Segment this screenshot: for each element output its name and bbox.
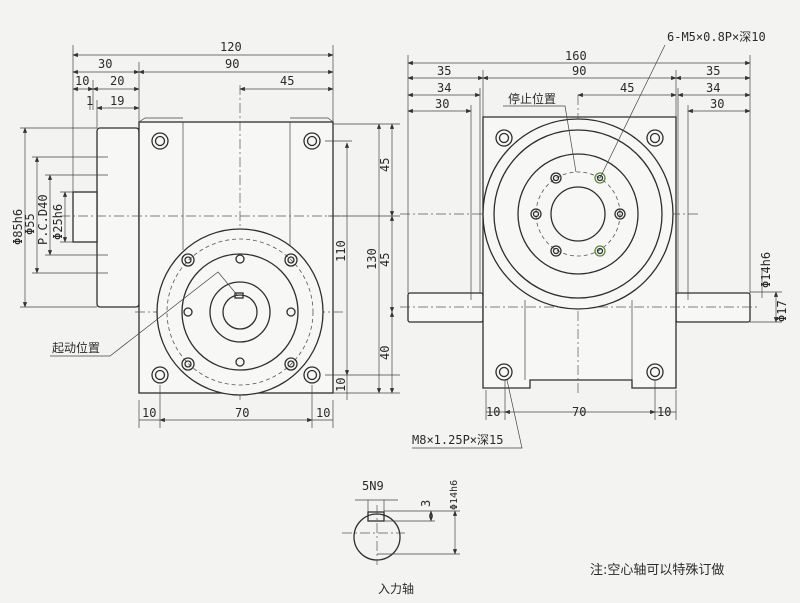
dim-key-depth: 3 xyxy=(419,500,433,507)
dim-10-right: 10 xyxy=(334,378,348,392)
label-mount-thread: M8×1.25P×深15 xyxy=(412,433,503,447)
dim-bottom-c: 10 xyxy=(316,406,330,420)
dim-center: 45 xyxy=(280,74,294,88)
mount-holes xyxy=(495,129,664,381)
mount-holes xyxy=(151,132,321,384)
dim-40: 40 xyxy=(378,346,392,360)
dim-right-35: 35 xyxy=(706,64,720,78)
label-stop-position: 停止位置 xyxy=(508,91,556,106)
dim-left-34: 34 xyxy=(437,81,451,95)
input-shaft xyxy=(72,191,98,243)
dim-left-30: 30 xyxy=(435,97,449,111)
dim-bottom-a: 10 xyxy=(142,406,156,420)
dim-a: 10 xyxy=(75,74,89,88)
dim-d: 19 xyxy=(110,94,124,108)
dim-d55: Φ55 xyxy=(23,213,37,235)
dim-b: 20 xyxy=(110,74,124,88)
output-table xyxy=(482,118,674,310)
dim-body-width: 90 xyxy=(225,57,239,71)
dim-d25: Φ25h6 xyxy=(51,204,65,240)
dim-bottom-c: 10 xyxy=(657,405,671,419)
label-tapped-holes: 6-M5×0.8P×深10 xyxy=(667,30,766,44)
dim-d85: Φ85h6 xyxy=(11,209,25,245)
input-shaft-title: 入力轴 xyxy=(378,581,414,596)
dim-shaft-dia: Φ14h6 xyxy=(449,480,460,510)
dim-right-34: 34 xyxy=(706,81,720,95)
dim-130: 130 xyxy=(365,248,379,270)
dim-pcd: P.C.D40 xyxy=(36,194,50,245)
dim-bottom-b: 70 xyxy=(235,406,249,420)
dim-right-30: 30 xyxy=(710,97,724,111)
dim-d14: Φ14h6 xyxy=(759,252,773,288)
output-flange xyxy=(156,228,324,396)
dim-110: 110 xyxy=(334,240,348,262)
dim-bottom-b: 70 xyxy=(572,405,586,419)
dim-center-45: 45 xyxy=(620,81,634,95)
dim-45b: 45 xyxy=(378,253,392,267)
dim-mid-90: 90 xyxy=(572,64,586,78)
key-detail: 5N9 3 Φ14h6 入力轴 xyxy=(342,479,460,596)
dim-c: 1 xyxy=(86,94,93,108)
dim-hub-width: 30 xyxy=(98,57,112,71)
dim-left-35: 35 xyxy=(437,64,451,78)
left-view: 120 30 90 10 20 1 19 45 Φ85h6 Φ55 P.C.D4… xyxy=(11,40,400,428)
dim-bottom-a: 10 xyxy=(486,405,500,419)
input-hub xyxy=(96,127,140,308)
right-view: 160 35 90 35 34 34 45 30 30 6-M5×0.8P×深1… xyxy=(400,30,789,449)
dim-overall-width: 120 xyxy=(220,40,242,54)
dim-d17: Φ17 xyxy=(775,300,789,322)
dim-overall-width: 160 xyxy=(565,49,587,63)
label-start-position: 起动位置 xyxy=(52,340,100,355)
note-hollow-shaft: 注:空心轴可以特殊订做 xyxy=(590,563,724,578)
left-output-shaft xyxy=(407,292,484,323)
dim-key-width: 5N9 xyxy=(362,479,384,493)
right-output-shaft xyxy=(675,292,751,323)
dim-45a: 45 xyxy=(378,158,392,172)
